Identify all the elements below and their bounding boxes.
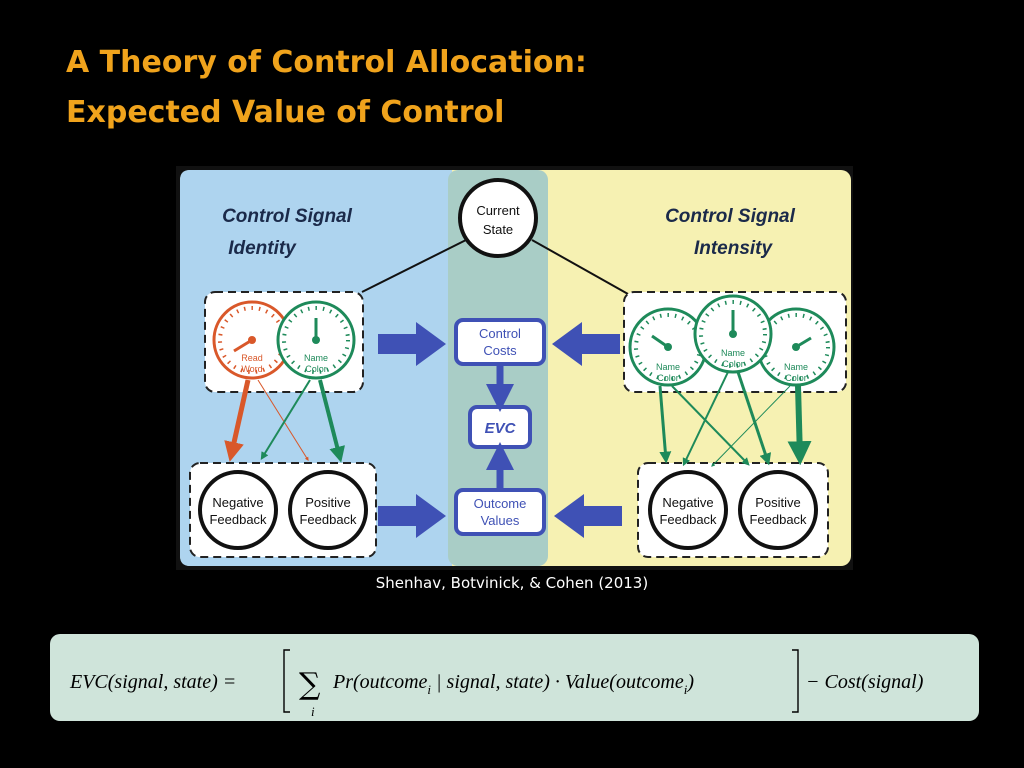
intensity-gauge-middle: Name Color [693, 294, 773, 374]
identity-name-color-gauge: Name Color [276, 300, 356, 380]
read-word-label-1: Read [241, 353, 263, 363]
intensity-to-costs-arrow [552, 322, 620, 366]
close-paren: ) [686, 671, 694, 693]
identity-negative-feedback-node: Negative Feedback [198, 470, 278, 550]
intensity-heading-line-1: Control Signal [665, 206, 796, 227]
right-to-negative-arrow [711, 385, 791, 467]
equation-lhs: EVC(signal, state) = [69, 671, 236, 693]
pr-outcome: Pr(outcome [332, 671, 428, 693]
read-to-positive-arrow [257, 379, 309, 462]
subscript-i-1: i [427, 682, 431, 697]
negative-label-2b: Feedback [659, 512, 717, 527]
left-to-positive-arrow [671, 385, 750, 466]
left-name-label-1: Name [656, 362, 680, 372]
title-line-1: A Theory of Control Allocation: [66, 45, 587, 80]
outcome-values-node: Outcome Values [454, 488, 546, 536]
evc-equation: EVC(signal, state) = ∑ i Pr(outcomei | s… [69, 649, 924, 719]
identity-heading-line-2: Identity [228, 238, 297, 259]
intensity-to-values-arrow [554, 494, 622, 538]
current-state-label-1: Current [476, 203, 520, 218]
middle-to-negative-arrow [682, 371, 729, 467]
control-costs-label-1: Control [479, 326, 521, 341]
control-costs-label-2: Costs [483, 343, 517, 358]
positive-label-2: Feedback [299, 512, 357, 527]
intensity-gauge-left: Name Color [628, 307, 708, 387]
title-line-2: Expected Value of Control [66, 95, 505, 130]
right-name-label-1: Name [784, 362, 808, 372]
minus-cost: − Cost(signal) [806, 671, 924, 693]
name-to-negative-arrow [260, 379, 311, 461]
left-to-negative-arrow [658, 385, 672, 464]
positive-label-1: Positive [305, 495, 351, 510]
negative-label-1: Negative [212, 495, 263, 510]
negative-label-2: Feedback [209, 512, 267, 527]
right-name-label-2: Color [785, 373, 807, 383]
intensity-heading-line-2: Intensity [694, 238, 774, 259]
evc-diagram: Control Signal Identity Control Signal I… [176, 166, 853, 570]
sum-index: i [311, 704, 315, 719]
current-state-node: Current State [458, 178, 538, 258]
middle-to-positive-arrow [736, 371, 772, 466]
intensity-positive-feedback-node: Positive Feedback [738, 470, 818, 550]
control-costs-node: Control Costs [454, 318, 546, 366]
citation: Shenhav, Botvinick, & Cohen (2013) [375, 574, 649, 592]
positive-label-2b: Feedback [749, 512, 807, 527]
identity-positive-feedback-node: Positive Feedback [288, 470, 368, 550]
identity-to-costs-arrow [378, 322, 446, 366]
name-color-label-1: Name [304, 353, 328, 363]
identity-heading-line-1: Control Signal [222, 206, 353, 227]
negative-label-1b: Negative [662, 495, 713, 510]
middle-name-label-2: Color [722, 359, 744, 369]
identity-to-values-arrow [378, 494, 446, 538]
middle-name-label-1: Name [721, 348, 745, 358]
name-to-positive-arrow [318, 379, 345, 463]
name-color-label-2: Color [305, 364, 327, 374]
right-to-positive-arrow [787, 385, 812, 466]
slide-title: A Theory of Control Allocation: Expected… [66, 38, 587, 138]
positive-label-1b: Positive [755, 495, 801, 510]
read-to-negative-arrow [224, 379, 251, 462]
right-bracket [792, 649, 799, 713]
evc-node: EVC [468, 405, 532, 449]
current-state-label-2: State [483, 222, 513, 237]
evc-equation-box: EVC(signal, state) = ∑ i Pr(outcomei | s… [50, 634, 979, 721]
state-to-identity-line [361, 239, 467, 293]
subscript-i-2: i [684, 682, 688, 697]
intensity-gauge-right: Name Color [756, 307, 836, 387]
read-word-label-2: Word [241, 364, 262, 374]
outcome-values-label-1: Outcome [474, 496, 527, 511]
sum-symbol: ∑ [299, 667, 321, 702]
left-bracket [283, 649, 290, 713]
state-to-intensity-line [531, 239, 629, 295]
intensity-negative-feedback-node: Negative Feedback [648, 470, 728, 550]
evc-label: EVC [485, 420, 517, 437]
outcome-values-label-2: Values [481, 513, 520, 528]
given-signal-state-value: | signal, state) · Value(outcome [431, 671, 684, 693]
equation-term: Pr(outcomei | signal, state) · Value(out… [332, 671, 694, 697]
left-name-label-2: Color [657, 373, 679, 383]
